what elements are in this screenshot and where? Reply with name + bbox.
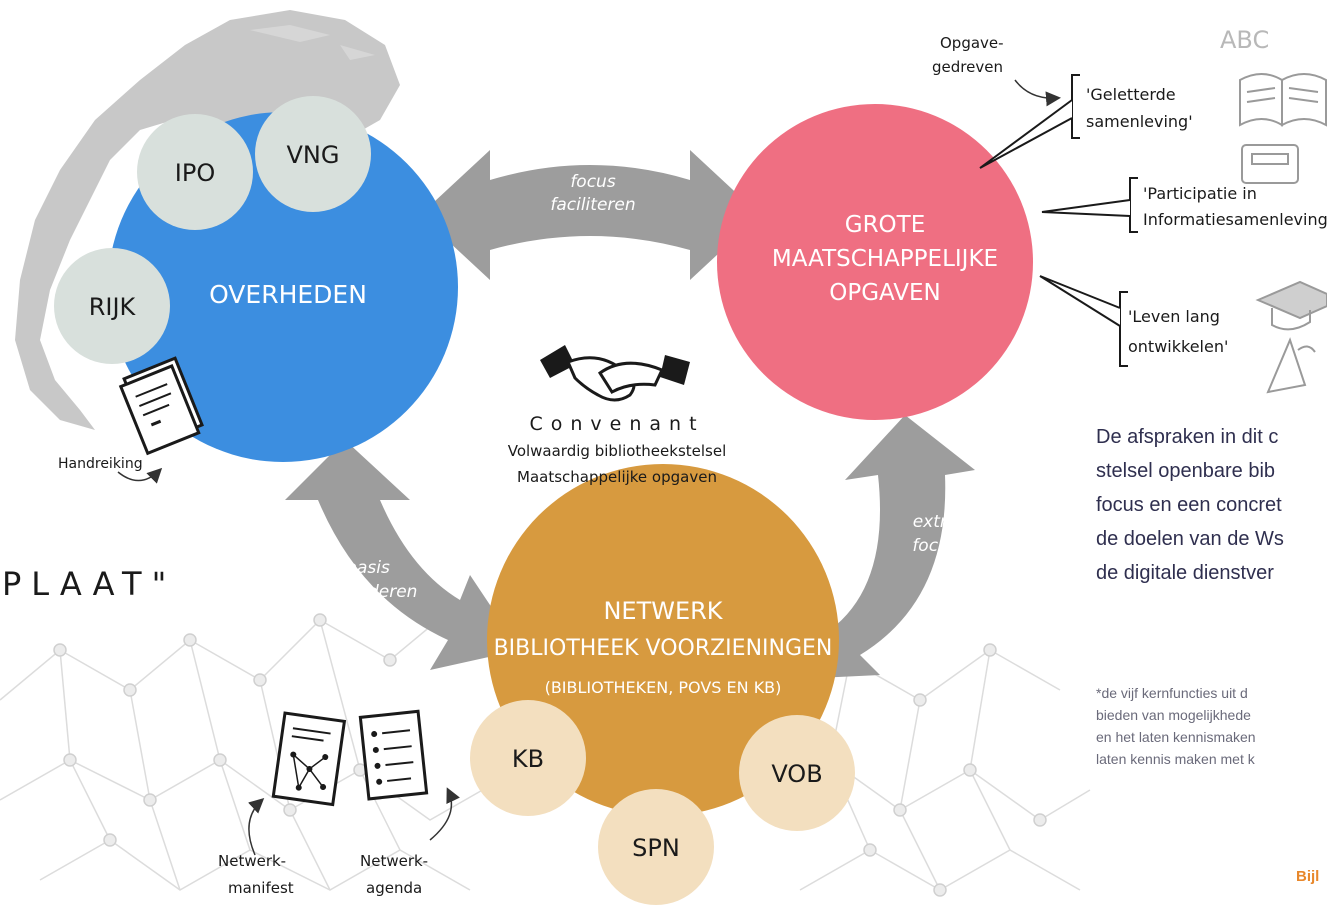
network-manifest-icon: [271, 711, 347, 807]
opgaven-label-3: OPGAVEN: [829, 280, 941, 306]
arrow-label-left-2: garanderen: [319, 582, 418, 602]
arrow-label-top: focus faciliteren: [550, 172, 635, 215]
paragraph-line: De afspraken in dit c: [1096, 426, 1279, 448]
opgave-gedreven-2: gedreven: [932, 58, 1003, 76]
manifest-arrow: [248, 797, 265, 856]
footnote-line: laten kennis maken met k: [1096, 751, 1255, 767]
netwerk-label-1: NETWERK: [603, 597, 723, 625]
agenda-label-2: agenda: [366, 879, 422, 897]
party-hat-icon: [1266, 337, 1316, 394]
circle-vob: [739, 715, 855, 831]
netwerk-label-2: BIBLIOTHEEK VOORZIENINGEN: [494, 636, 833, 661]
network-agenda-icon: [358, 709, 429, 801]
description-paragraph: De afspraken in dit c stelsel openbare b…: [1096, 420, 1327, 590]
arrow-label-left: basis garanderen: [319, 558, 418, 602]
netwerk-label-3: (BIBLIOTHEKEN, POVS EN KB): [545, 678, 782, 697]
callout-geletterde-pointer: [979, 99, 1073, 169]
device-icon: [1241, 144, 1299, 184]
paragraph-line: de doelen van de Ws: [1096, 528, 1284, 550]
circle-ipo: [137, 114, 253, 230]
circle-rijk: [54, 248, 170, 364]
footnote-line: bieden van mogelijkhede: [1096, 707, 1251, 723]
arrow-label-left-1: basis: [346, 558, 390, 578]
callout-leven-lang-pointer: [1039, 275, 1121, 327]
kb-label: KB: [512, 745, 544, 773]
participatie-2: Informatiesamenleving': [1143, 210, 1327, 229]
leven-lang-2: ontwikkelen': [1128, 337, 1228, 356]
arrow-label-right-2: focus: [912, 536, 958, 556]
arrow-opgaven-netwerk: [775, 415, 975, 680]
agenda-arrow: [429, 787, 460, 841]
handreiking-arrow: [117, 467, 163, 484]
paragraph-line: de digitale dienstver: [1096, 562, 1274, 584]
callout-participatie: [1129, 177, 1138, 233]
opgaven-label-2: MAATSCHAPPELIJKE: [772, 246, 998, 272]
rijk-label: RIJK: [89, 293, 137, 321]
arrow-overheden-netwerk: [285, 440, 520, 670]
callout-geletterde: [1071, 74, 1080, 139]
page-label: Bijl: [1296, 868, 1320, 885]
circle-vng: [255, 96, 371, 212]
paragraph-line: stelsel openbare bib: [1096, 460, 1276, 482]
geletterde-2: samenleving': [1086, 112, 1193, 131]
circle-spn: [598, 789, 714, 905]
plaat-label: PLAAT": [2, 565, 176, 603]
handreiking-label: Handreiking: [58, 456, 143, 472]
arrow-label-top-2: faciliteren: [550, 195, 635, 215]
participatie-1: 'Participatie in: [1143, 184, 1257, 203]
convenant-title: Convenant: [529, 413, 704, 435]
paragraph-line: focus en een concret: [1096, 494, 1282, 516]
manifest-label-1: Netwerk-: [218, 852, 286, 870]
agenda-label-1: Netwerk-: [360, 852, 428, 870]
circle-opgaven: [717, 104, 1033, 420]
abc-label: ABC: [1220, 26, 1269, 54]
vng-label: VNG: [287, 141, 340, 169]
footnote-line: en het laten kennismaken: [1096, 729, 1256, 745]
circle-kb: [470, 700, 586, 816]
handreiking-book-icon: [118, 356, 204, 456]
callout-participatie-pointer: [1041, 199, 1131, 217]
leven-lang-1: 'Leven lang: [1128, 307, 1220, 326]
overheden-label: OVERHEDEN: [209, 280, 367, 309]
arrow-label-right-1: extra: [913, 512, 958, 532]
open-book-icon: [1239, 73, 1327, 127]
network-background: [0, 609, 1091, 897]
footnote: *de vijf kernfuncties uit d bieden van m…: [1096, 682, 1327, 770]
spn-label: SPN: [632, 834, 680, 862]
arrow-label-top-1: focus: [570, 172, 616, 192]
convenant-line1: Volwaardig bibliotheekstelsel: [508, 442, 727, 460]
vob-label: VOB: [771, 760, 822, 788]
ipo-label: IPO: [175, 159, 215, 187]
callout-leven-lang: [1119, 291, 1128, 367]
handshake-icon: [540, 345, 690, 402]
wadden-islands-icon: [250, 25, 375, 60]
geletterde-1: 'Geletterde: [1086, 85, 1176, 104]
opgaven-label-1: GROTE: [845, 212, 926, 238]
footnote-line: *de vijf kernfuncties uit d: [1096, 685, 1248, 701]
arrow-overheden-opgaven: [420, 150, 760, 280]
opgave-gedreven-1: Opgave-: [940, 34, 1004, 52]
opgave-gedreven-arrow: [1014, 79, 1061, 107]
convenant-line2: Maatschappelijke opgaven: [517, 468, 717, 486]
graduation-cap-icon: [1255, 280, 1327, 331]
arrow-label-right: extra focus: [912, 512, 958, 556]
manifest-label-2: manifest: [228, 879, 294, 897]
